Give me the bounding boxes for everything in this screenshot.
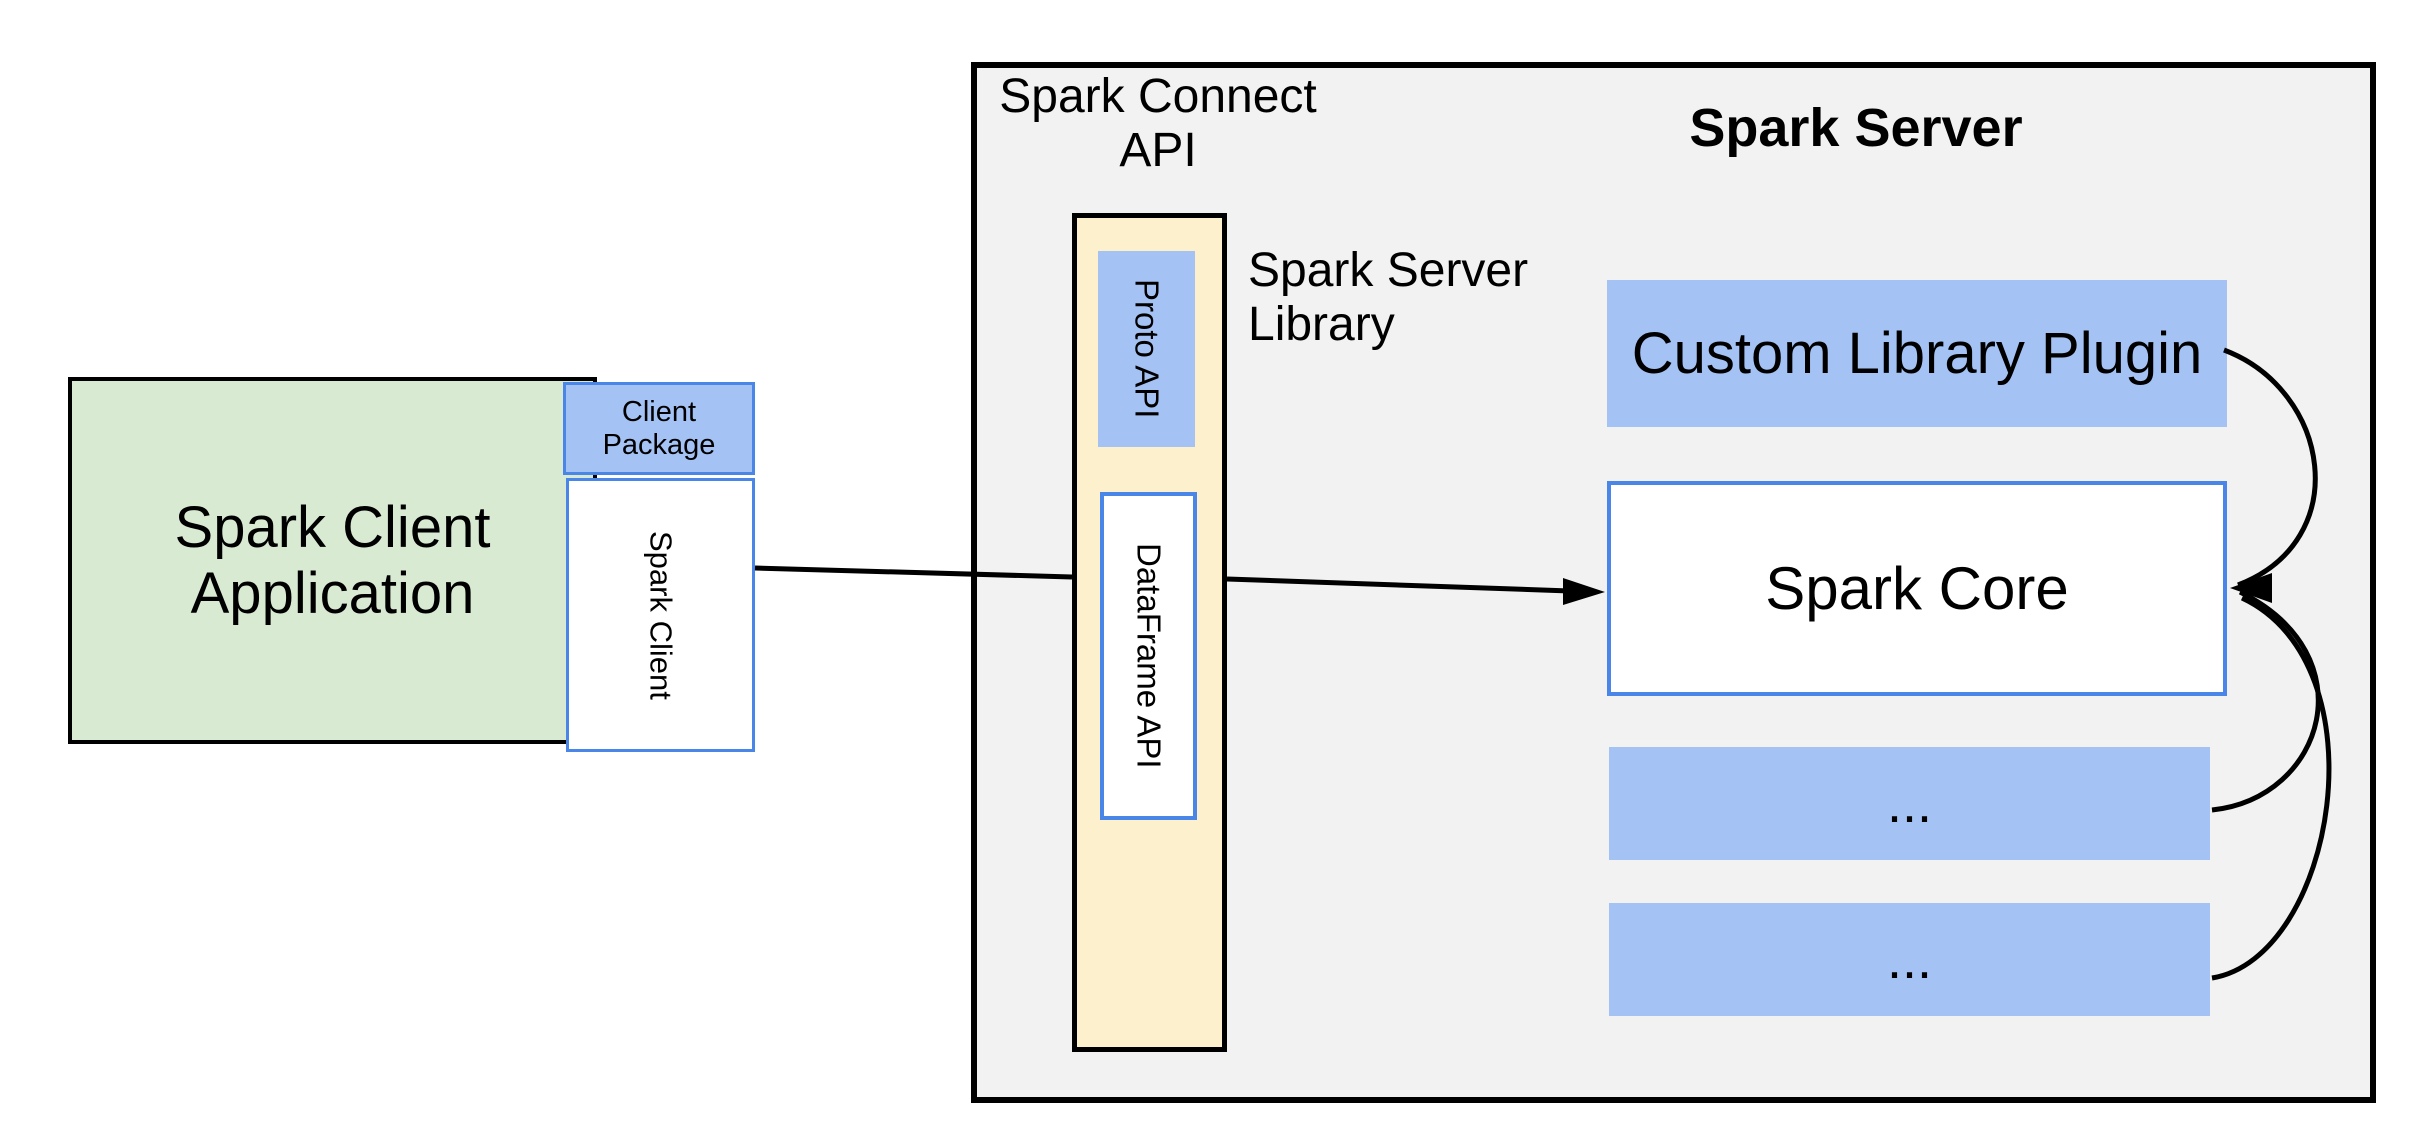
- client-package-label: Client Package: [602, 395, 716, 461]
- dataframe-api-box: DataFrame API: [1100, 492, 1197, 820]
- server-extension-box-1-label: ...: [1886, 773, 1932, 834]
- spark-connect-api-heading: Spark Connect API: [999, 70, 1317, 177]
- spark-core-box: Spark Core: [1607, 481, 2227, 696]
- server-extension-box-2-label: ...: [1886, 929, 1932, 990]
- dataframe-api-label: DataFrame API: [1130, 543, 1168, 769]
- client-package-box: Client Package: [563, 382, 755, 475]
- proto-api-box: Proto API: [1098, 251, 1195, 447]
- proto-api-label: Proto API: [1128, 279, 1166, 419]
- spark-client-label: Spark Client: [643, 530, 679, 700]
- spark-server-library-label: Spark Server Library: [1248, 244, 1529, 351]
- custom-library-plugin-box: Custom Library Plugin: [1607, 280, 2227, 427]
- spark-client-application-box: Spark Client Application: [68, 377, 597, 744]
- server-extension-box-1: ...: [1609, 747, 2210, 860]
- custom-library-plugin-label: Custom Library Plugin: [1631, 321, 2203, 386]
- spark-client-application-label: Spark Client Application: [174, 494, 491, 626]
- spark-client-box: Spark Client: [566, 478, 755, 752]
- spark-core-label: Spark Core: [1765, 555, 2069, 622]
- spark-server-title: Spark Server: [1689, 98, 2023, 158]
- server-extension-box-2: ...: [1609, 903, 2210, 1016]
